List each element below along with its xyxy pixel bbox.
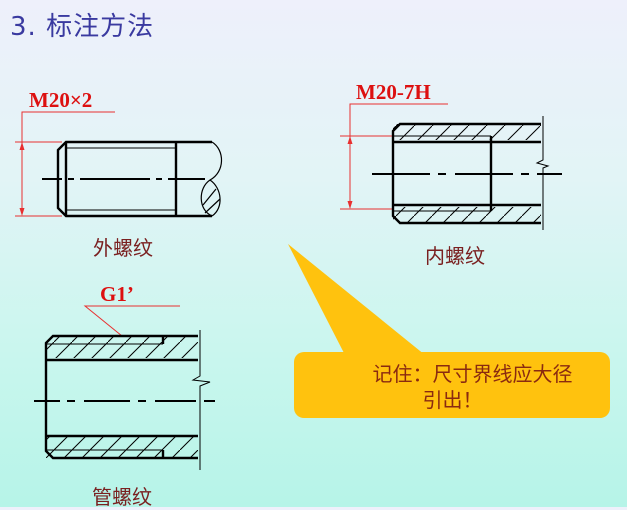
internal-thread-drawing xyxy=(340,103,562,230)
callout-text: 记住：尺寸界线应大径 引出！ xyxy=(300,361,605,413)
external-thread-drawing xyxy=(15,111,223,218)
internal-thread-caption: 内螺纹 xyxy=(425,244,485,268)
pipe-thread-annotation: G1’ xyxy=(100,282,134,306)
external-thread-caption: 外螺纹 xyxy=(93,236,153,260)
pipe-thread-caption: 管螺纹 xyxy=(92,485,152,509)
callout-bubble xyxy=(288,244,610,418)
internal-thread-annotation: M20-7H xyxy=(356,80,431,104)
external-thread-annotation: M20×2 xyxy=(29,88,93,112)
callout-line-1: 记住：尺寸界线应大径 xyxy=(372,362,573,386)
callout-line-2: 引出！ xyxy=(422,388,483,412)
pipe-thread-drawing xyxy=(34,305,215,470)
page-title: 3. 标注方法 xyxy=(10,12,155,42)
